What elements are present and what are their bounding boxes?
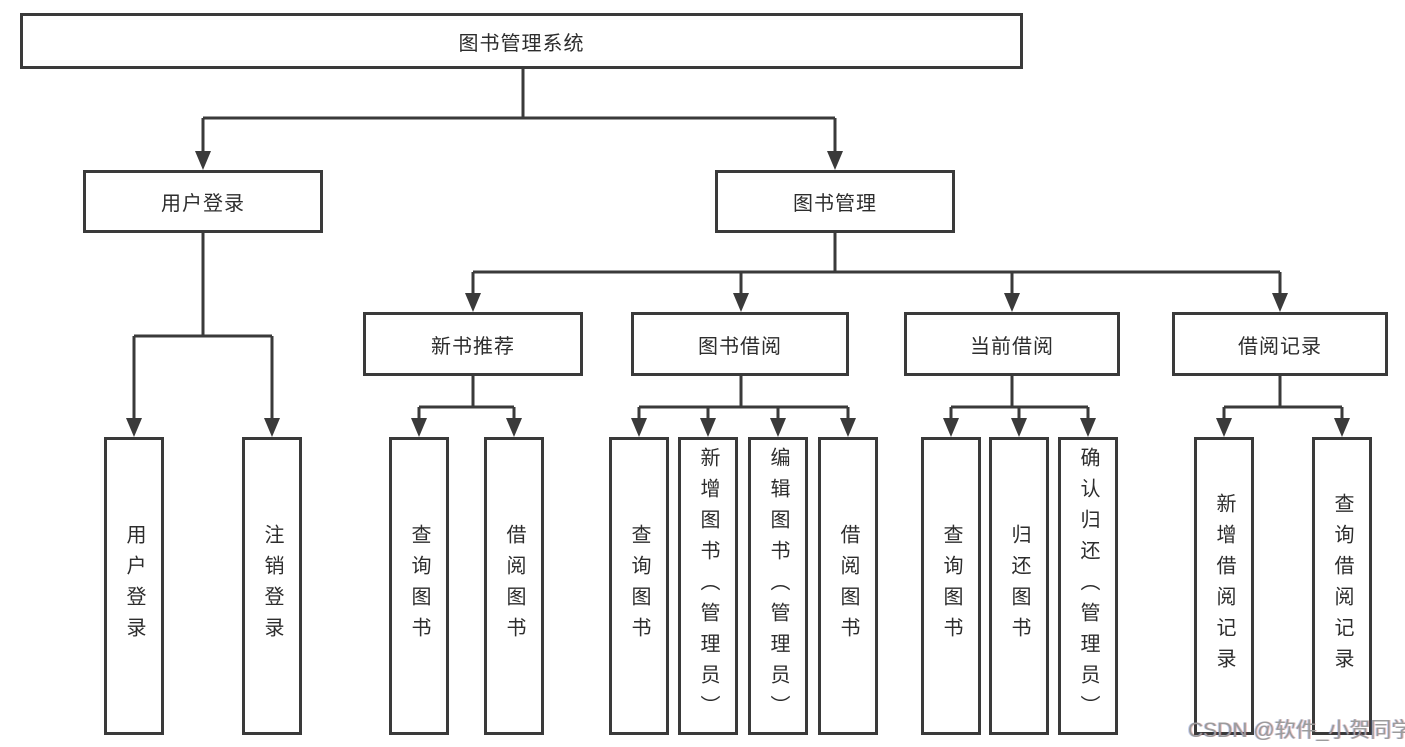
leaf-label: 归还图书	[1008, 524, 1030, 648]
leaf-label: 确认归还（管理员）	[1077, 446, 1099, 726]
node-user-login: 用户登录	[83, 170, 323, 233]
leaf-label: 编辑图书（管理员）	[767, 446, 789, 726]
leaf-label: 新增图书（管理员）	[697, 446, 719, 726]
arrowheads	[126, 151, 1350, 437]
node-label: 图书管理	[793, 193, 877, 215]
leaf-query-borrow-record: 查询借阅记录	[1312, 437, 1372, 735]
leaf-query-books-current: 查询图书	[921, 437, 981, 735]
node-book-borrow: 图书借阅	[631, 312, 849, 376]
leaf-label: 查询图书	[940, 524, 962, 648]
node-book-management: 图书管理	[715, 170, 955, 233]
node-label: 用户登录	[161, 193, 245, 215]
leaf-add-borrow-record: 新增借阅记录	[1194, 437, 1254, 735]
node-current-borrow: 当前借阅	[904, 312, 1120, 376]
leaf-label: 借阅图书	[503, 524, 525, 648]
node-label: 图书借阅	[698, 335, 782, 358]
leaf-query-books-borrow: 查询图书	[609, 437, 669, 735]
leaf-return-book: 归还图书	[989, 437, 1049, 735]
leaf-logout: 注销登录	[242, 437, 302, 735]
node-borrow-records: 借阅记录	[1172, 312, 1388, 376]
leaf-label: 注销登录	[261, 524, 283, 648]
leaf-label: 查询图书	[628, 524, 650, 648]
leaf-edit-book-admin: 编辑图书（管理员）	[748, 437, 808, 735]
watermark: CSDN @软件_小贺同学	[1188, 719, 1405, 742]
node-label: 图书管理系统	[458, 32, 585, 55]
leaf-label: 用户登录	[123, 524, 145, 648]
node-label: 新书推荐	[431, 335, 515, 358]
leaf-user-login: 用户登录	[104, 437, 164, 735]
node-label: 当前借阅	[970, 335, 1054, 358]
node-new-book-recommend: 新书推荐	[363, 312, 583, 376]
leaf-label: 借阅图书	[837, 524, 859, 648]
leaf-borrow-books-recommend: 借阅图书	[484, 437, 544, 735]
leaf-label: 查询图书	[408, 524, 430, 648]
leaf-query-books-recommend: 查询图书	[389, 437, 449, 735]
leaf-label: 新增借阅记录	[1213, 493, 1235, 679]
leaf-confirm-return-admin: 确认归还（管理员）	[1058, 437, 1118, 735]
node-library-system: 图书管理系统	[20, 13, 1023, 69]
node-label: 借阅记录	[1238, 335, 1322, 358]
leaf-label: 查询借阅记录	[1331, 493, 1353, 679]
leaf-borrow-books: 借阅图书	[818, 437, 878, 735]
leaf-add-book-admin: 新增图书（管理员）	[678, 437, 738, 735]
